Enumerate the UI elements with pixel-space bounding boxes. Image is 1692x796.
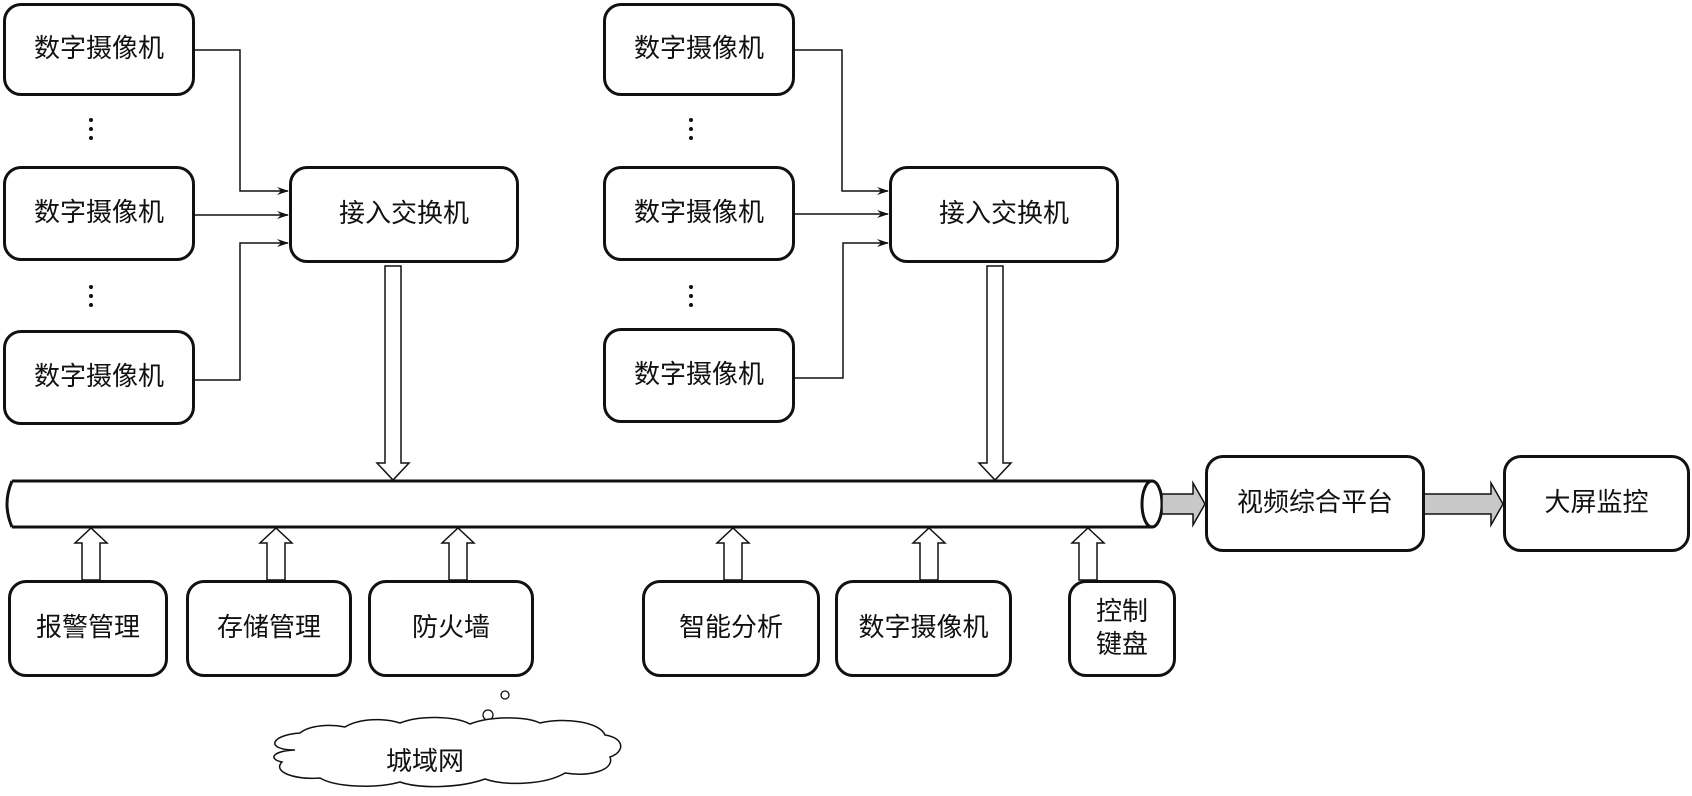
camera-right-1[interactable]: 数字摄像机 bbox=[603, 3, 795, 96]
module-label: 防火墙 bbox=[411, 613, 490, 644]
camera-label: 数字摄像机 bbox=[33, 34, 164, 65]
switch-label: 接入交换机 bbox=[938, 199, 1069, 230]
module-label: 智能分析 bbox=[678, 613, 783, 644]
ellipsis-right-2 bbox=[689, 285, 695, 312]
up-arrow-storage bbox=[258, 526, 294, 581]
camera-label: 数字摄像机 bbox=[633, 34, 764, 65]
module-intelligent-analysis[interactable]: 智能分析 bbox=[642, 580, 820, 677]
camera-label: 数字摄像机 bbox=[633, 198, 764, 229]
big-screen-monitor[interactable]: 大屏监控 bbox=[1503, 455, 1690, 552]
module-label: 数字摄像机 bbox=[858, 613, 989, 644]
connector-right-cam3 bbox=[795, 239, 889, 379]
camera-left-1[interactable]: 数字摄像机 bbox=[3, 3, 195, 96]
camera-label: 数字摄像机 bbox=[633, 360, 764, 391]
connector-right-cam1 bbox=[795, 49, 889, 195]
access-switch-right[interactable]: 接入交换机 bbox=[889, 166, 1119, 263]
connector-left-cam3 bbox=[195, 239, 289, 381]
up-arrow-alarm bbox=[73, 526, 109, 581]
up-arrow-camera bbox=[911, 526, 947, 581]
module-alarm-management[interactable]: 报警管理 bbox=[8, 580, 168, 677]
ellipsis-left-1 bbox=[89, 118, 95, 145]
module-storage-management[interactable]: 存储管理 bbox=[186, 580, 352, 677]
access-switch-left[interactable]: 接入交换机 bbox=[289, 166, 519, 263]
platform-label: 视频综合平台 bbox=[1236, 488, 1393, 519]
camera-right-3[interactable]: 数字摄像机 bbox=[603, 328, 795, 423]
connector-left-cam1 bbox=[195, 49, 289, 195]
down-arrow-left bbox=[375, 265, 411, 482]
right-group-connectors bbox=[795, 49, 889, 379]
module-control-keyboard[interactable]: 控制 键盘 bbox=[1068, 580, 1176, 677]
camera-label: 数字摄像机 bbox=[33, 362, 164, 393]
switch-label: 接入交换机 bbox=[338, 199, 469, 230]
module-firewall[interactable]: 防火墙 bbox=[368, 580, 534, 677]
ellipsis-right-1 bbox=[689, 118, 695, 145]
arrow-platform-to-display bbox=[1423, 480, 1504, 528]
down-arrow-right bbox=[977, 265, 1013, 482]
camera-left-2[interactable]: 数字摄像机 bbox=[3, 166, 195, 261]
left-group-connectors bbox=[195, 49, 289, 381]
cloud-icon bbox=[273, 716, 622, 788]
camera-left-3[interactable]: 数字摄像机 bbox=[3, 330, 195, 425]
camera-label: 数字摄像机 bbox=[33, 198, 164, 229]
camera-right-2[interactable]: 数字摄像机 bbox=[603, 166, 795, 261]
up-arrows bbox=[73, 526, 1106, 581]
up-arrow-analysis bbox=[715, 526, 751, 581]
ellipsis-left-2 bbox=[89, 285, 95, 312]
module-label: 存储管理 bbox=[216, 613, 321, 644]
up-arrow-keyboard bbox=[1070, 526, 1106, 581]
display-label: 大屏监控 bbox=[1544, 488, 1649, 519]
module-label-line-1: 控制 bbox=[1095, 597, 1148, 627]
module-label: 报警管理 bbox=[35, 613, 140, 644]
arrow-bus-to-platform bbox=[1161, 480, 1206, 528]
bubble-small bbox=[500, 690, 510, 700]
metro-network-label: 城域网 bbox=[386, 747, 465, 777]
module-label-line-2: 键盘 bbox=[1095, 629, 1148, 660]
up-arrow-firewall bbox=[440, 526, 476, 581]
backbone-cylinder bbox=[5, 479, 1164, 529]
module-digital-camera[interactable]: 数字摄像机 bbox=[835, 580, 1012, 677]
video-platform[interactable]: 视频综合平台 bbox=[1205, 455, 1425, 552]
